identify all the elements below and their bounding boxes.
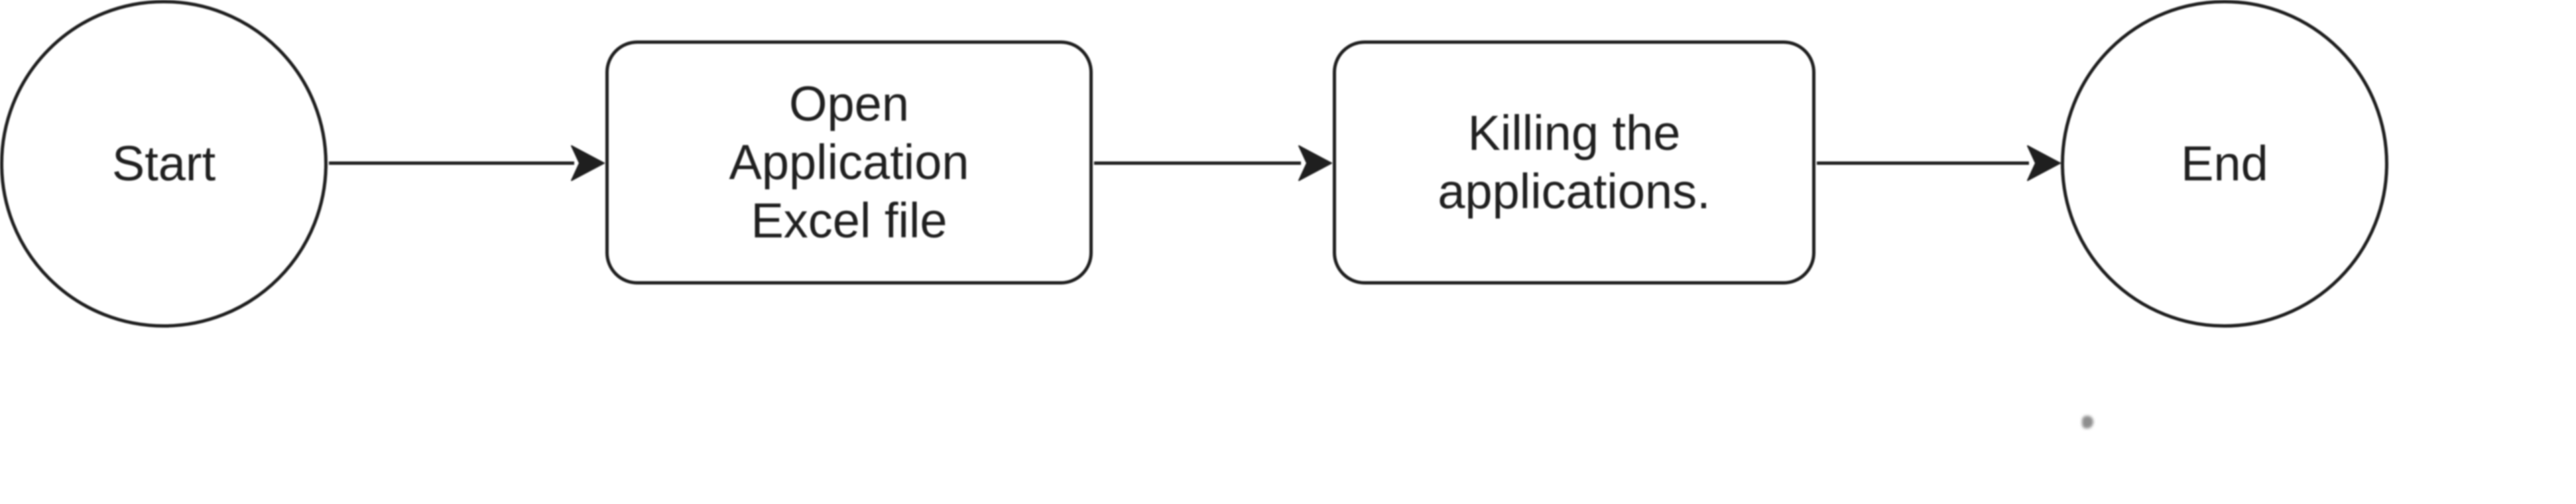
connector-start-to-open-arrow	[329, 145, 605, 181]
node-start: Start	[0, 0, 328, 328]
node-killing-the-applications-label: Killing the applications.	[1438, 105, 1711, 219]
connector-killing-to-end-arrow	[1817, 145, 2061, 181]
node-open-application-excel-file-label: Open Application Excel file	[729, 76, 969, 248]
stray-mark	[2082, 416, 2093, 428]
node-start-label: Start	[111, 136, 216, 191]
node-open-application-excel-file: Open Application Excel file	[605, 40, 1093, 284]
node-killing-the-applications: Killing the applications.	[1333, 40, 1815, 284]
connector-open-to-killing-arrow	[1094, 145, 1332, 181]
node-end-label: End	[2181, 136, 2268, 191]
node-end: End	[2061, 0, 2388, 328]
